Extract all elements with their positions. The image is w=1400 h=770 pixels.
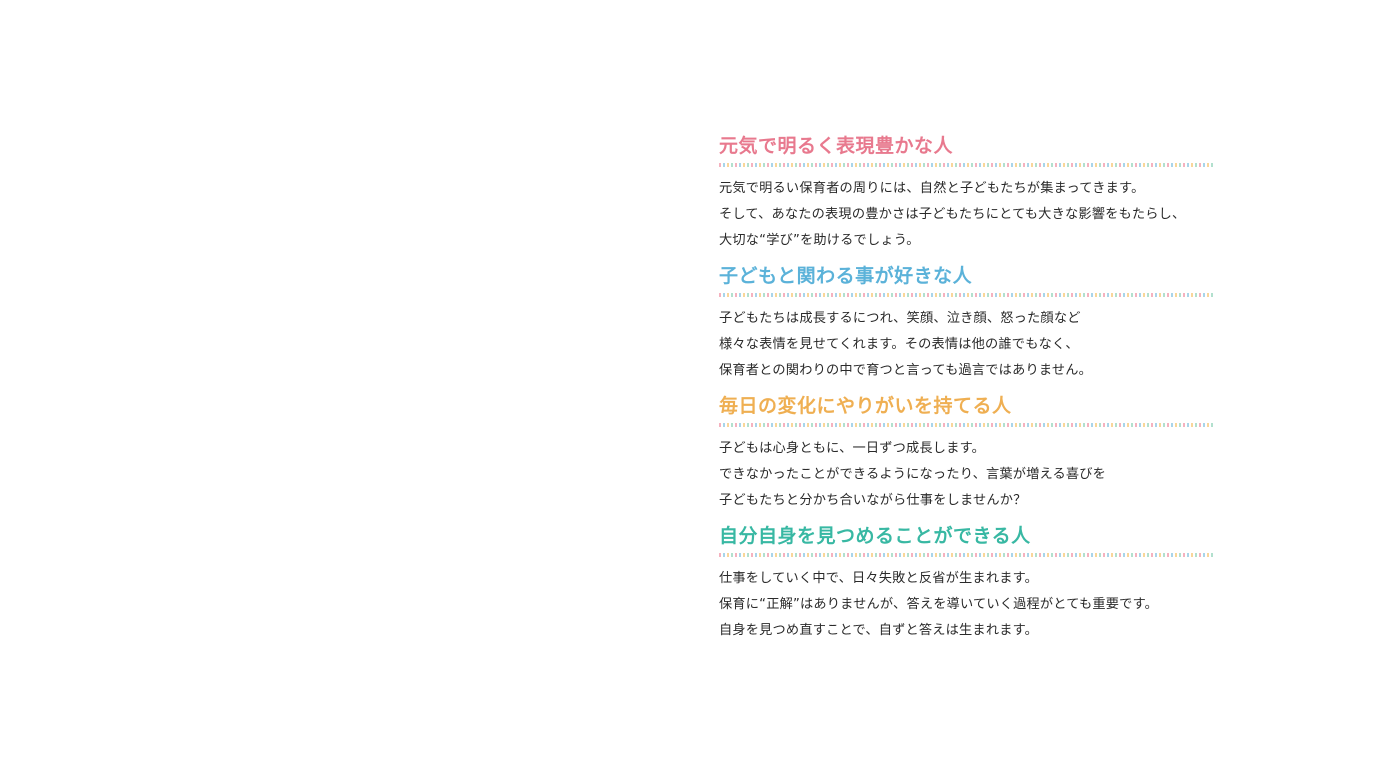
- body-line: 子どもたちと分かち合いながら仕事をしませんか？: [719, 493, 1027, 508]
- section-heading: 子どもと関わる事が好きな人: [719, 265, 973, 287]
- dotted-divider: [719, 293, 1213, 297]
- body-line: できなかったことができるようになったり、言葉が増える喜びを: [719, 467, 1107, 482]
- quality-section-3: 毎日の変化にやりがいを持てる人 子どもは心身ともに、一日ずつ成長します。 できな…: [719, 388, 1219, 518]
- body-line: そして、あなたの表現の豊かさは子どもたちにとても大きな影響をもたらし、: [719, 207, 1186, 222]
- dotted-divider: [719, 423, 1213, 427]
- body-line: 大切な“学び”を助けるでしょう。: [719, 233, 920, 248]
- dotted-divider: [719, 553, 1213, 557]
- quality-section-2: 子どもと関わる事が好きな人 子どもたちは成長するにつれ、笑顔、泣き顔、怒った顔な…: [719, 258, 1219, 388]
- section-heading: 毎日の変化にやりがいを持てる人: [719, 395, 1012, 417]
- qualities-list: 元気で明るく表現豊かな人 元気で明るい保育者の周りには、自然と子どもたちが集まっ…: [719, 128, 1219, 648]
- quality-section-1: 元気で明るく表現豊かな人 元気で明るい保育者の周りには、自然と子どもたちが集まっ…: [719, 128, 1219, 258]
- section-heading: 自分自身を見つめることができる人: [719, 525, 1031, 547]
- dotted-divider: [719, 163, 1213, 167]
- quality-section-4: 自分自身を見つめることができる人 仕事をしていく中で、日々失敗と反省が生まれます…: [719, 518, 1219, 648]
- body-line: 仕事をしていく中で、日々失敗と反省が生まれます。: [719, 571, 1039, 586]
- body-line: 子どもたちは成長するにつれ、笑顔、泣き顔、怒った顔など: [719, 311, 1081, 326]
- body-line: 自身を見つめ直すことで、自ずと答えは生まれます。: [719, 623, 1039, 638]
- body-line: 保育に“正解”はありませんが、答えを導いていく過程がとても重要です。: [719, 597, 1159, 612]
- section-heading: 元気で明るく表現豊かな人: [719, 135, 954, 157]
- body-line: 子どもは心身ともに、一日ずつ成長します。: [719, 441, 986, 456]
- body-line: 保育者との関わりの中で育つと言っても過言ではありません。: [719, 363, 1092, 378]
- body-line: 元気で明るい保育者の周りには、自然と子どもたちが集まってきます。: [719, 181, 1145, 196]
- body-line: 様々な表情を見せてくれます。その表情は他の誰でもなく、: [719, 337, 1079, 352]
